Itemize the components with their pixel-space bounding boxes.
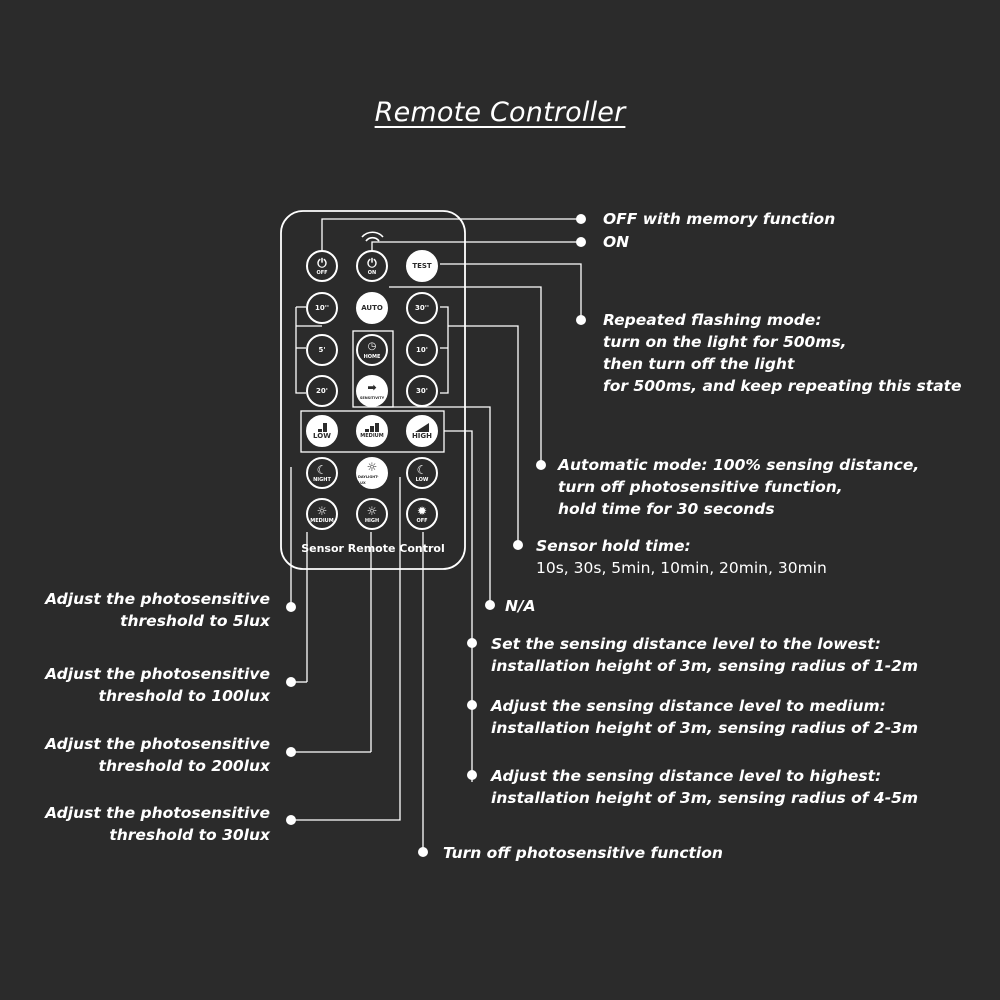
dot-na — [485, 600, 495, 610]
label-auto: Automatic mode: 100% sensing distance, t… — [558, 456, 920, 518]
signal-bars-icon — [365, 423, 379, 432]
signal-bars-icon — [415, 423, 429, 432]
power-icon: ⏻ — [367, 255, 377, 270]
label-lux100: Adjust the photosensitive threshold to 1… — [45, 665, 270, 705]
dot-on — [576, 237, 586, 247]
dot-dist-low — [467, 638, 477, 648]
timer-10m-button[interactable]: 10' — [406, 334, 438, 366]
home-button[interactable]: ◷ HOME — [356, 334, 388, 366]
label-lux200: Adjust the photosensitive threshold to 2… — [45, 735, 270, 775]
night-button[interactable]: ☾ NIGHT — [306, 457, 338, 489]
dot-off-memory — [576, 214, 586, 224]
label-dist-high: Adjust the sensing distance level to hig… — [491, 767, 919, 807]
lux-medium-button[interactable]: ☼ MEDIUM — [306, 498, 338, 530]
dot-lux30 — [286, 815, 296, 825]
dot-hold — [513, 540, 523, 550]
sun-icon: ☼ — [366, 459, 378, 474]
lux-high-button[interactable]: ☼ HIGH — [356, 498, 388, 530]
distance-high-button[interactable]: HIGH — [406, 415, 438, 447]
dot-lux100 — [286, 677, 296, 687]
label-off-memory: OFF with memory function — [603, 210, 836, 228]
label-on: ON — [603, 233, 630, 251]
timer-5m-button[interactable]: 5' — [306, 334, 338, 366]
label-lux5: Adjust the photosensitive threshold to 5… — [45, 590, 270, 630]
timer-10s-button[interactable]: 10'' — [306, 292, 338, 324]
dot-lux5 — [286, 602, 296, 612]
moon-icon: ☾ — [316, 462, 328, 477]
test-button[interactable]: TEST — [406, 250, 438, 282]
wifi-icon — [361, 231, 384, 242]
label-dist-low: Set the sensing distance level to the lo… — [491, 635, 919, 675]
label-na: N/A — [505, 597, 536, 615]
label-hold-time: Sensor hold time: 10s, 30s, 5min, 10min,… — [536, 537, 827, 577]
remote-body — [280, 210, 466, 570]
sun-icon: ✹ — [416, 503, 428, 518]
remote-caption: Sensor Remote Control — [301, 542, 445, 555]
dot-dist-med — [467, 700, 477, 710]
page-title: Remote Controller — [374, 97, 626, 128]
dot-lux200 — [286, 747, 296, 757]
timer-30m-button[interactable]: 30' — [406, 375, 438, 407]
moon-sun-icon: ☼ — [366, 503, 378, 518]
auto-button[interactable]: AUTO — [356, 292, 388, 324]
power-icon: ⏻ — [317, 255, 327, 270]
timer-bracket-right — [440, 306, 449, 394]
arrow-right-icon: ➡ — [367, 380, 377, 394]
lux-low-button[interactable]: ☾ LOW — [406, 457, 438, 489]
distance-low-button[interactable]: LOW — [306, 415, 338, 447]
dot-flash — [576, 315, 586, 325]
on-button[interactable]: ⏻ ON — [356, 250, 388, 282]
daylight-lux-button[interactable]: ☼ DAYLIGHT-LUX — [356, 457, 388, 489]
label-lux30: Adjust the photosensitive threshold to 3… — [45, 804, 270, 844]
signal-bars-icon — [317, 423, 327, 432]
dot-auto — [536, 460, 546, 470]
timer-30s-button[interactable]: 30'' — [406, 292, 438, 324]
home-group-frame — [352, 330, 394, 408]
moon-icon: ☾ — [416, 462, 428, 477]
timer-bracket-left — [295, 306, 322, 394]
lux-off-button[interactable]: ✹ OFF — [406, 498, 438, 530]
clock-icon: ◷ — [367, 340, 377, 352]
timer-20m-button[interactable]: 20' — [306, 375, 338, 407]
dot-dist-high — [467, 770, 477, 780]
sensitivity-button[interactable]: ➡ SENSITIVITY — [356, 375, 388, 407]
dot-photo-off — [418, 847, 428, 857]
label-photo-off: Turn off photosensitive function — [443, 844, 723, 862]
label-flash: Repeated flashing mode: turn on the ligh… — [603, 311, 962, 395]
moon-sun-icon: ☼ — [316, 503, 328, 518]
off-button[interactable]: ⏻ OFF — [306, 250, 338, 282]
distance-medium-button[interactable]: MEDIUM — [356, 415, 388, 447]
label-dist-med: Adjust the sensing distance level to med… — [491, 697, 919, 737]
